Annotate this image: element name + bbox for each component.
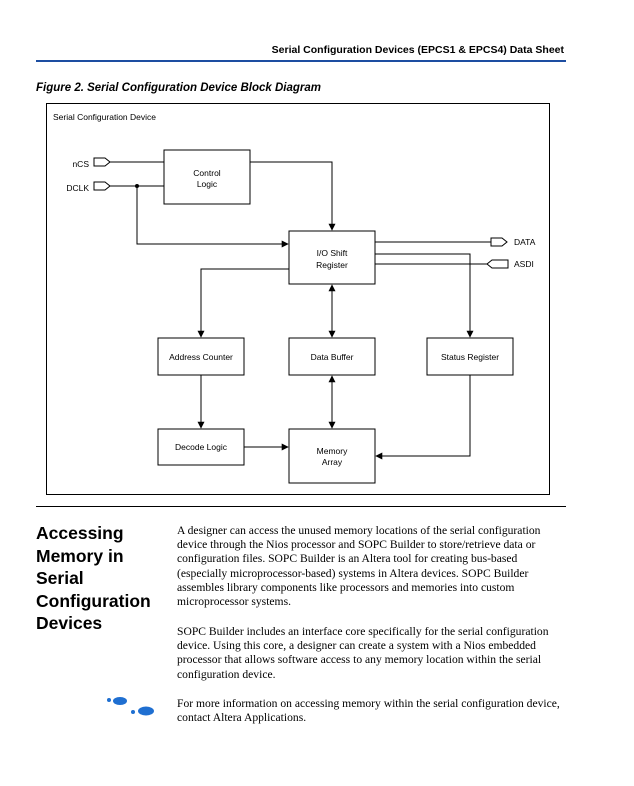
note-footprints-icon — [107, 697, 154, 716]
pin-dclk-symbol — [93, 181, 111, 191]
connection-lines — [110, 161, 491, 460]
decode-logic-label: Decode Logic — [175, 442, 228, 452]
pin-ncs-symbol — [93, 157, 111, 167]
frame-label: Serial Configuration Device — [53, 112, 156, 122]
control-logic-label-1: Control — [193, 168, 221, 178]
control-logic-label-2: Logic — [197, 179, 218, 189]
body-paragraph-2: SOPC Builder includes an interface core … — [177, 625, 549, 681]
status-register-label: Status Register — [441, 352, 499, 362]
pin-label-dclk: DCLK — [66, 183, 89, 193]
address-counter-block — [157, 337, 245, 376]
io-shift-register-label-1: I/O Shift — [317, 248, 348, 258]
pin-label-ncs: nCS — [72, 159, 89, 169]
memory-array-label-2: Array — [322, 457, 343, 467]
pin-label-data: DATA — [514, 237, 536, 247]
io-shift-register-label-2: Register — [316, 260, 348, 270]
memory-array-label-1: Memory — [317, 446, 348, 456]
data-buffer-label: Data Buffer — [311, 352, 354, 362]
figure-caption: Figure 2. Serial Configuration Device Bl… — [36, 82, 322, 94]
control-logic-block — [163, 149, 251, 205]
io-shift-register-block — [288, 230, 376, 285]
pin-data-symbol — [490, 237, 508, 247]
decode-logic-block — [157, 428, 245, 466]
header-rule — [36, 60, 566, 62]
section-rule — [36, 506, 566, 507]
address-counter-label: Address Counter — [169, 352, 233, 362]
page-header-title: Serial Configuration Devices (EPCS1 & EP… — [271, 44, 564, 56]
pin-label-asdi: ASDI — [514, 259, 534, 269]
pin-asdi-symbol — [486, 259, 509, 269]
memory-array-block — [288, 428, 376, 484]
block-diagram-svg: Serial Configuration Device nCS DCLK DAT… — [53, 112, 536, 484]
dclk-junction-dot — [135, 184, 139, 188]
body-paragraph-1: A designer can access the unused memory … — [177, 524, 541, 609]
section-heading: Accessing Memory in Serial Configuration… — [36, 523, 151, 633]
data-buffer-block — [288, 337, 376, 376]
block-diagram: Serial Configuration Device nCS DCLK DAT… — [46, 103, 550, 495]
body-paragraph-3: For more information on accessing memory… — [177, 697, 560, 725]
